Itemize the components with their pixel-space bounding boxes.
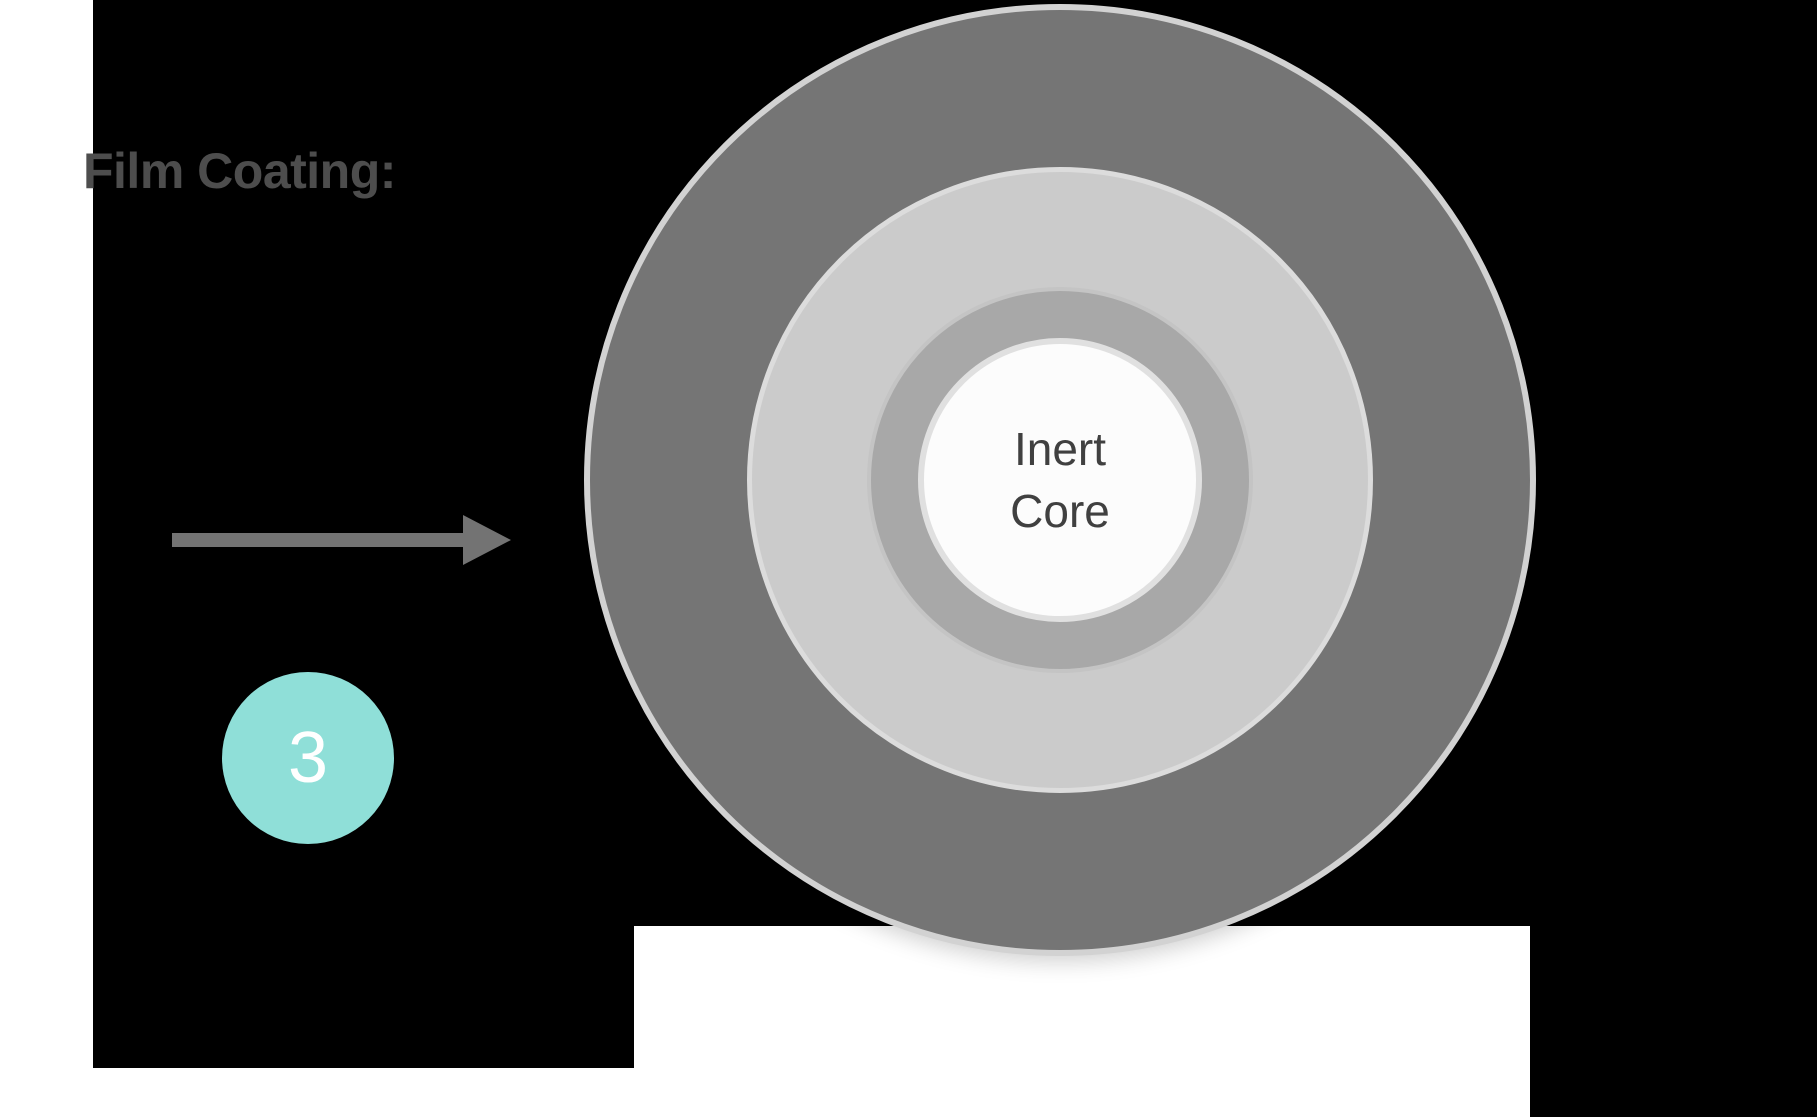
background-panel-right <box>1530 926 1817 1117</box>
step-badge: 3 <box>222 672 394 844</box>
arrow-right-icon <box>150 505 530 575</box>
layer-intermediate-light: Inert Core <box>747 167 1373 793</box>
tablet-cross-section: Inert Core <box>580 0 1540 960</box>
arrow-shaft <box>172 533 467 547</box>
arrow-head <box>463 515 511 565</box>
core-label-line-2: Core <box>1010 485 1110 537</box>
layer-drug: Inert Core <box>867 287 1253 673</box>
step-badge-number: 3 <box>287 718 329 798</box>
layer-film-coating: Inert Core <box>584 4 1536 956</box>
background-panel-footer <box>93 926 634 1068</box>
core-label-line-1: Inert <box>1013 422 1107 475</box>
layer-inert-core: Inert Core <box>918 338 1202 622</box>
page-title: Film Coating: <box>83 143 396 199</box>
